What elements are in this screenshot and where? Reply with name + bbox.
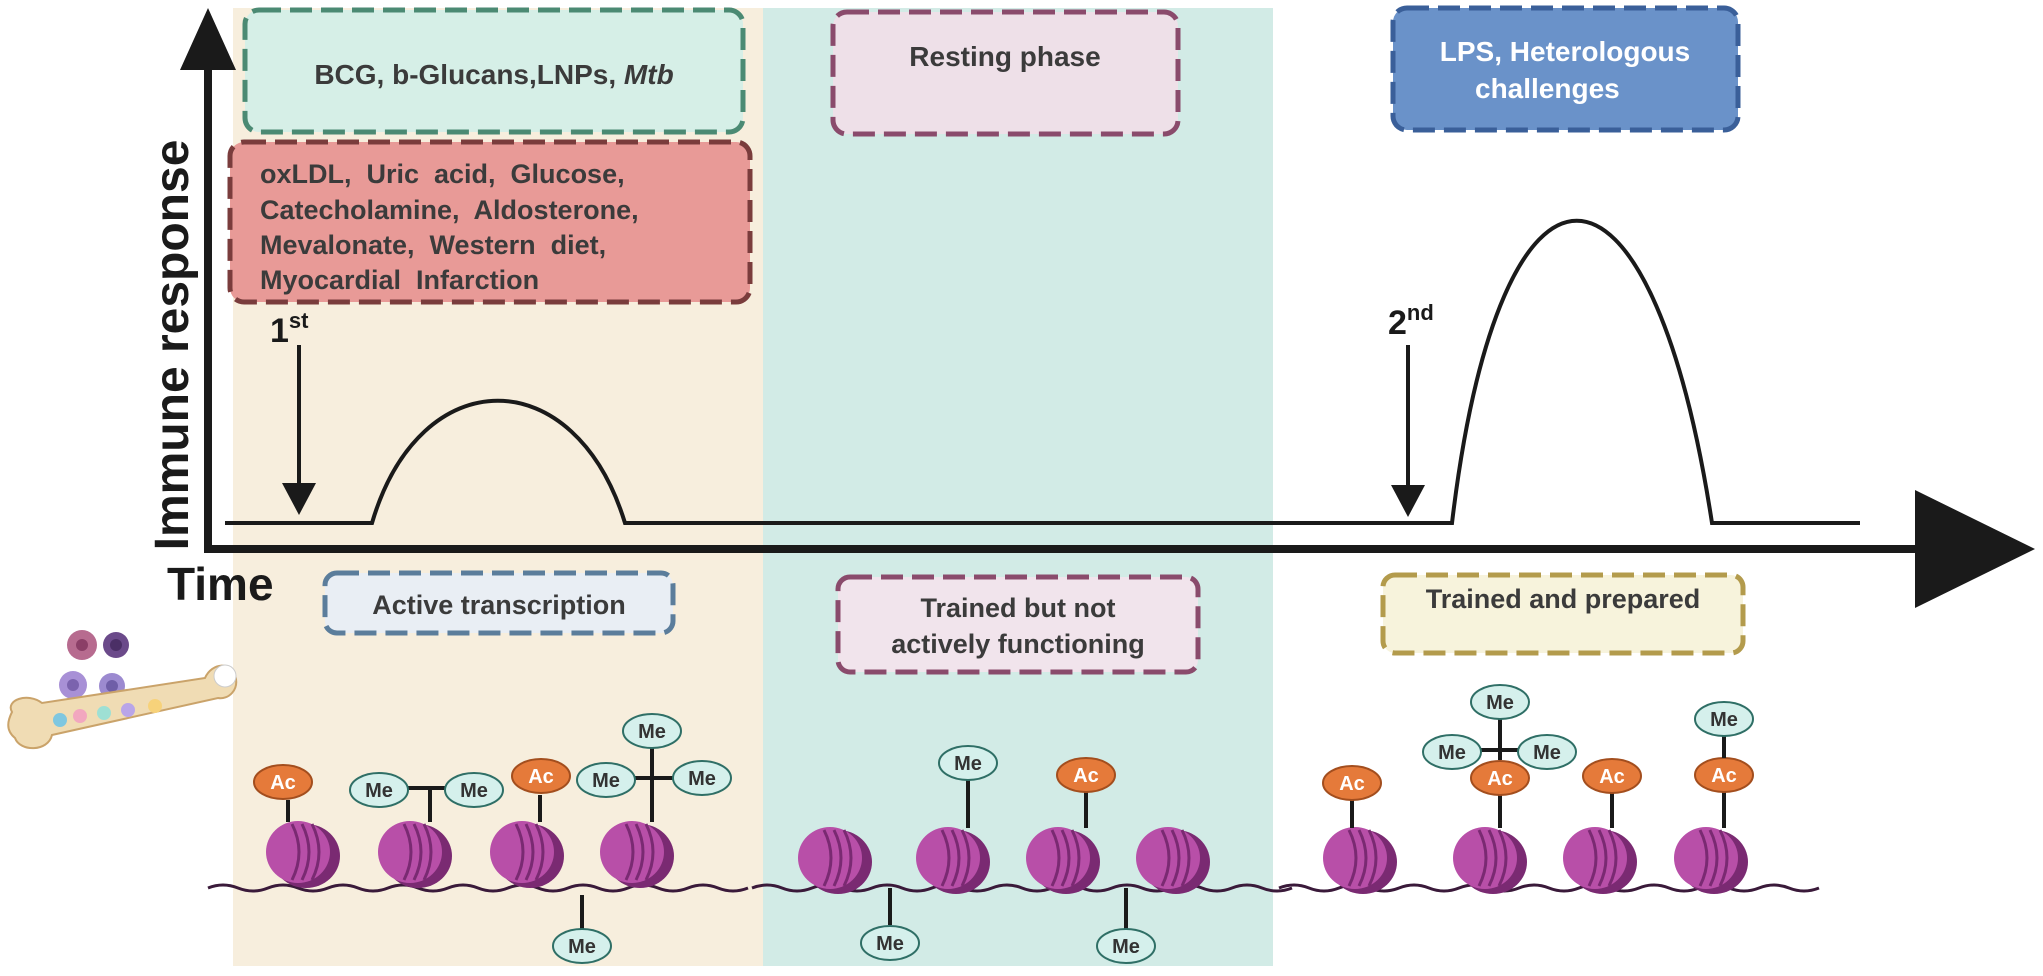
acetyl-label: Ac [528, 766, 554, 788]
methyl-mark: Me [576, 762, 636, 798]
methyl-mark: Me [1470, 684, 1530, 720]
nucleosome [1674, 827, 1748, 894]
acetyl-mark: Ac [1056, 757, 1116, 793]
trained-prepared-label: Trained and prepared [1426, 584, 1701, 614]
second-exposure-marker: 2nd [1388, 300, 1434, 517]
acetyl-mark: Ac [253, 764, 313, 800]
trained-prepared-box: Trained and prepared [1380, 572, 1746, 656]
resting-phase-box: Resting phase [830, 9, 1181, 137]
methyl-label: Me [954, 753, 982, 775]
methyl-label: Me [1112, 936, 1140, 958]
active-transcription-label: Active transcription [372, 590, 626, 620]
active-transcription-box: Active transcription [322, 570, 676, 636]
svg-text:BCG, b-Glucans,LNPs, Mtb: BCG, b-Glucans,LNPs, Mtb [314, 59, 673, 90]
y-axis-label: Immune response [146, 140, 199, 551]
methyl-label: Me [365, 780, 393, 802]
sterile-stimuli-line-4: Myocardial Infarction [260, 265, 539, 295]
nucleosome [916, 827, 990, 894]
y-axis [180, 8, 236, 545]
challenge-line-2: challenges [1475, 73, 1620, 104]
phase-2-background [763, 8, 1273, 966]
nucleosome [1026, 827, 1100, 894]
acetyl-label: Ac [1339, 773, 1365, 795]
methyl-label: Me [592, 770, 620, 792]
svg-text:1st: 1st [270, 308, 309, 350]
acetyl-label: Ac [1487, 768, 1513, 790]
methyl-mark: Me [1694, 701, 1754, 737]
trigger-stimuli-text: BCG, b-Glucans,LNPs, [314, 59, 616, 90]
methyl-mark: Me [1422, 734, 1482, 770]
nucleosome [1563, 827, 1637, 894]
acetyl-mark: Ac [1470, 760, 1530, 796]
methyl-label: Me [1710, 709, 1738, 731]
trained-idle-line-1: Trained but not [921, 593, 1116, 623]
methyl-mark: Me [672, 760, 732, 796]
dna-strand-phase-1 [207, 883, 749, 893]
first-exposure-marker: 1st [270, 308, 316, 515]
methyl-label: Me [638, 721, 666, 743]
methyl-label: Me [1438, 742, 1466, 764]
methyl-mark: Me [938, 745, 998, 781]
nucleosome [266, 821, 340, 888]
nucleosome [1323, 827, 1397, 894]
nucleosome [490, 821, 564, 888]
trigger-stimuli-mtb: Mtb [624, 59, 674, 90]
trigger-stimuli-box: BCG, b-Glucans,LNPs, Mtb [242, 7, 746, 135]
nucleosome [1136, 827, 1210, 894]
sterile-stimuli-line-2: Catecholamine, Aldosterone, [260, 195, 639, 225]
acetyl-mark: Ac [1322, 765, 1382, 801]
immune-response-curve [225, 218, 1860, 525]
acetyl-mark: Ac [1582, 758, 1642, 794]
acetyl-label: Ac [1599, 766, 1625, 788]
methyl-label: Me [1533, 742, 1561, 764]
acetyl-label: Ac [1711, 765, 1737, 787]
nucleosome [1453, 827, 1527, 894]
methyl-mark: Me [1517, 734, 1577, 770]
resting-phase-label: Resting phase [909, 41, 1100, 72]
acetyl-label: Ac [270, 772, 296, 794]
methyl-label: Me [460, 780, 488, 802]
sterile-stimuli-line-1: oxLDL, Uric acid, Glucose, [260, 159, 625, 189]
second-exposure-suffix: nd [1407, 300, 1434, 325]
trained-idle-box: Trained but not actively functioning [835, 574, 1201, 675]
acetyl-mark: Ac [511, 758, 571, 794]
bone-marrow-icon [7, 630, 238, 750]
methyl-mark: Me [860, 925, 920, 961]
acetyl-mark: Ac [1694, 757, 1754, 793]
x-axis-label: Time [167, 558, 274, 610]
methyl-mark: Me [444, 772, 504, 808]
challenge-line-1: LPS, Heterologous [1440, 36, 1690, 67]
methyl-label: Me [876, 933, 904, 955]
methyl-label: Me [568, 936, 596, 958]
sterile-stimuli-line-3: Mevalonate, Western diet, [260, 230, 606, 260]
acetyl-label: Ac [1073, 765, 1099, 787]
sterile-stimuli-box: oxLDL, Uric acid, Glucose, Catecholamine… [227, 139, 753, 305]
first-exposure-suffix: st [289, 308, 309, 333]
second-exposure-number: 2 [1388, 304, 1407, 342]
first-exposure-number: 1 [270, 312, 289, 350]
methyl-label: Me [1486, 692, 1514, 714]
nucleosome [798, 827, 872, 894]
trained-idle-line-2: actively functioning [891, 629, 1145, 659]
nucleosome [378, 821, 452, 888]
methyl-mark: Me [552, 928, 612, 964]
nucleosome [600, 821, 674, 888]
methyl-label: Me [688, 768, 716, 790]
x-axis [204, 490, 2035, 608]
heterologous-challenge-box: LPS, Heterologous challenges [1390, 5, 1741, 133]
methyl-mark: Me [1096, 928, 1156, 964]
methyl-mark: Me [622, 713, 682, 749]
methyl-mark: Me [349, 772, 409, 808]
svg-text:2nd: 2nd [1388, 300, 1434, 342]
